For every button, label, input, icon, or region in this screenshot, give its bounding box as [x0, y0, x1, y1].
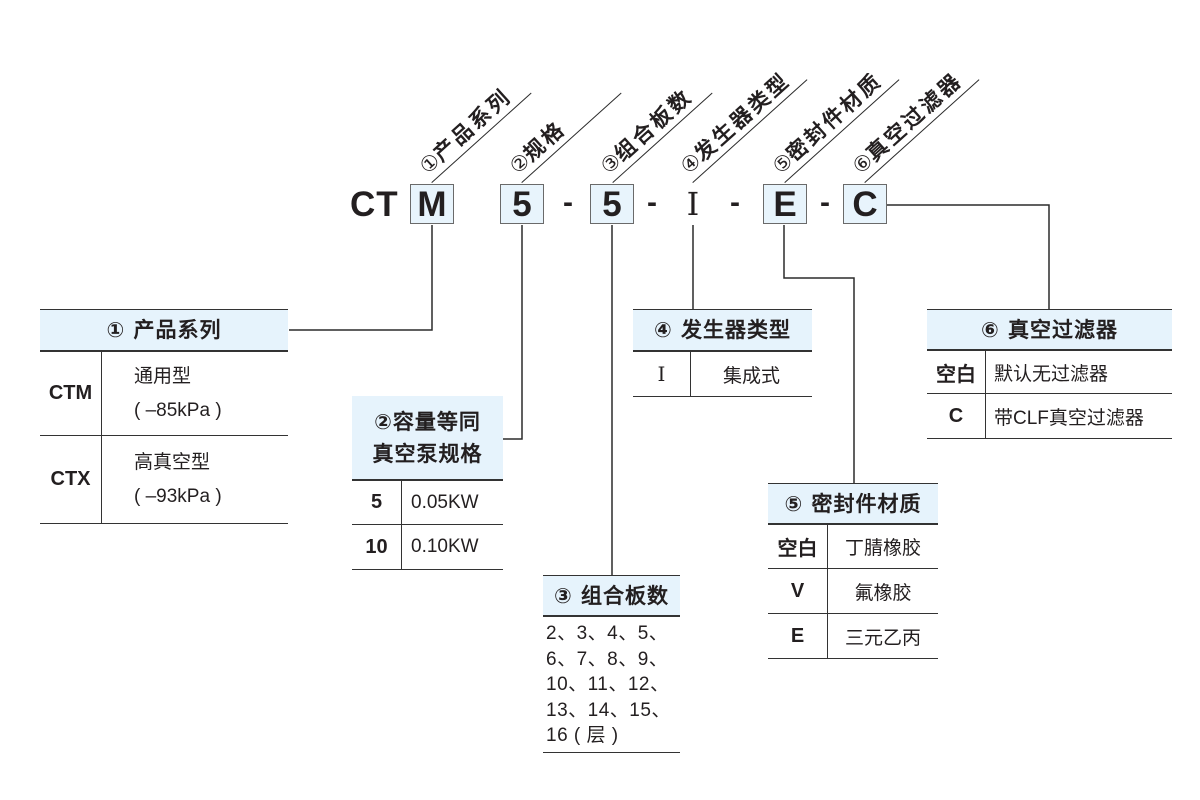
plates-line: 13、14、15、: [546, 699, 671, 721]
row-value-line: ( –85kPa ): [134, 399, 222, 421]
row-value: 氟橡胶: [854, 582, 912, 604]
connector-seal: [783, 225, 855, 483]
code-separator: -: [820, 186, 830, 219]
table-row: 5 0.05KW: [352, 481, 503, 525]
row-value-line: ( –93kPa ): [134, 485, 222, 507]
table-row: 空白 丁腈橡胶: [768, 525, 938, 569]
table-header: ⑥ 真空过滤器: [927, 309, 1172, 351]
table-size: ②容量等同 真空泵规格 5 0.05KW 10 0.10KW: [352, 396, 503, 570]
table-row: CTM 通用型 ( –85kPa ): [40, 352, 288, 436]
table-header-line: 真空泵规格: [372, 442, 483, 466]
table-filter: ⑥ 真空过滤器 空白 默认无过滤器 C 带CLF真空过滤器: [927, 309, 1172, 439]
row-code: 空白: [927, 351, 986, 393]
table-header: ②容量等同 真空泵规格: [352, 396, 503, 481]
code-box-filter: C: [843, 184, 887, 224]
row-value-line: 通用型: [134, 365, 192, 387]
code-generator: I: [686, 185, 700, 223]
table-header: ④ 发生器类型: [633, 309, 812, 352]
code-box-series: M: [410, 184, 454, 224]
connector-size: [503, 225, 523, 440]
table-header-line: ②容量等同: [374, 410, 481, 434]
row-code: I: [633, 352, 691, 396]
row-value-line: 高真空型: [134, 451, 211, 473]
table-header: ③ 组合板数: [543, 575, 680, 617]
table-generator: ④ 发生器类型 I 集成式: [633, 309, 812, 397]
table-plates: ③ 组合板数 2、3、4、5、 6、7、8、9、 10、11、12、 13、14…: [543, 575, 680, 753]
row-code: E: [768, 614, 828, 658]
row-value: 通用型 ( –85kPa ): [102, 352, 288, 435]
row-code: 5: [352, 481, 402, 524]
table-row: C 带CLF真空过滤器: [927, 394, 1172, 439]
row-value: 默认无过滤器: [994, 363, 1109, 385]
table-row: 空白 默认无过滤器: [927, 351, 1172, 394]
row-value: 三元乙丙: [844, 627, 921, 649]
row-code: 空白: [768, 525, 828, 568]
table-row: 10 0.10KW: [352, 525, 503, 570]
code-box-size: 5: [500, 184, 544, 224]
table-header: ① 产品系列: [40, 309, 288, 352]
plates-line: 2、3、4、5、: [546, 623, 669, 644]
plates-line: 6、7、8、9、: [546, 648, 669, 670]
table-row: CTX 高真空型 ( –93kPa ): [40, 436, 288, 524]
row-value: 带CLF真空过滤器: [994, 407, 1144, 429]
row-value: 0.05KW: [411, 491, 479, 513]
code-box-plates: 5: [590, 184, 634, 224]
row-code: V: [768, 569, 828, 613]
connector-filter: [887, 204, 1050, 309]
row-value: 丁腈橡胶: [844, 538, 921, 559]
row-code: CTX: [40, 436, 102, 523]
table-row: V 氟橡胶: [768, 569, 938, 614]
row-value: 0.10KW: [411, 536, 479, 557]
table-header: ⑤ 密封件材质: [768, 483, 938, 525]
row-code: CTM: [40, 352, 102, 435]
code-separator: -: [647, 186, 657, 219]
table-product-series: ① 产品系列 CTM 通用型 ( –85kPa ) CTX 高真空型 ( –93…: [40, 309, 288, 524]
table-seal: ⑤ 密封件材质 空白 丁腈橡胶 V 氟橡胶 E 三元乙丙: [768, 483, 938, 659]
row-code: 10: [352, 525, 402, 569]
row-code: C: [927, 394, 986, 438]
table-row: E 三元乙丙: [768, 614, 938, 659]
row-value: 集成式: [722, 365, 780, 387]
model-prefix: CT: [350, 185, 399, 224]
plates-list: 2、3、4、5、 6、7、8、9、 10、11、12、 13、14、15、 16…: [543, 617, 680, 753]
table-row: I 集成式: [633, 352, 812, 397]
code-separator: -: [730, 186, 740, 219]
code-box-seal: E: [763, 184, 807, 224]
plates-line: 16 ( 层 ): [546, 725, 619, 746]
code-separator: -: [563, 186, 573, 219]
row-value: 高真空型 ( –93kPa ): [102, 436, 288, 523]
connector-product-series: [289, 225, 433, 331]
plates-line: 10、11、12、: [546, 674, 670, 695]
